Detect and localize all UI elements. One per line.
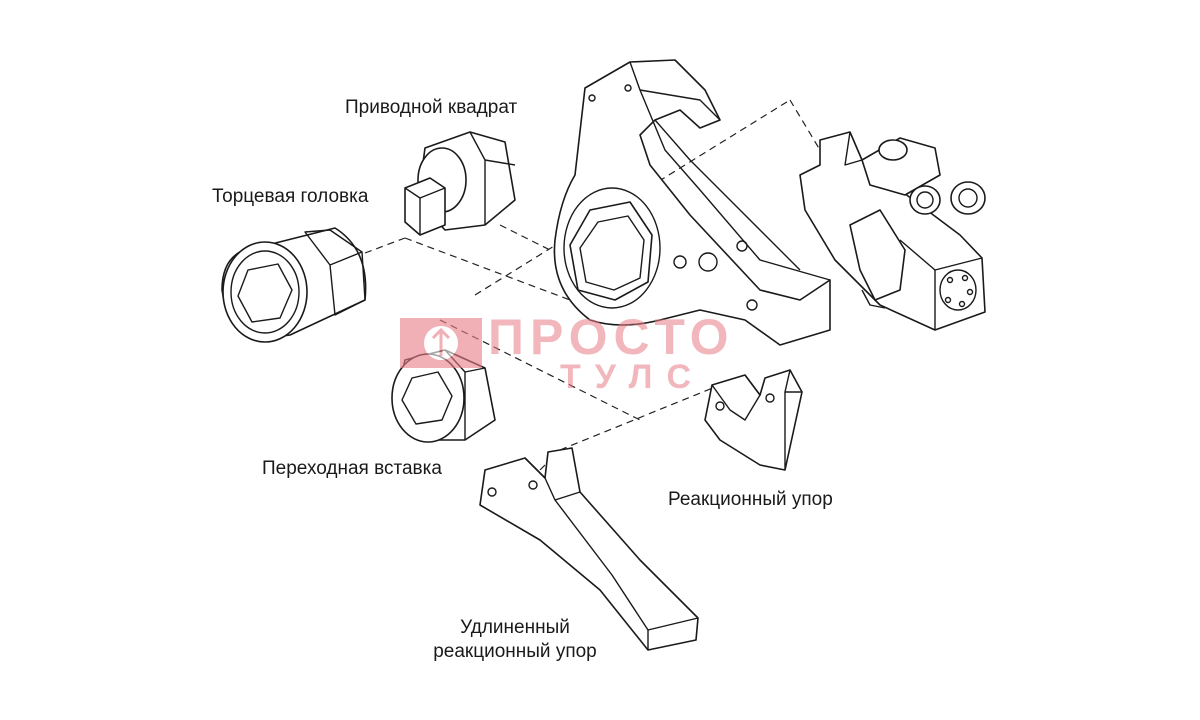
label-adapter-insert: Переходная вставка (262, 458, 442, 479)
prosto-tuls-logo (400, 318, 482, 368)
label-socket-head: Торцевая головка (212, 186, 369, 207)
adapter-insert-drawing (391, 349, 496, 443)
socket-head-drawing (221, 227, 367, 343)
label-reaction-arm: Реакционный упор (668, 489, 833, 510)
drive-square-drawing (404, 131, 516, 236)
watermark-line1: ПРОСТО (488, 309, 735, 365)
extended-reaction-arm-drawing (479, 447, 699, 651)
label-extended-reaction-arm: Удлиненный реакционный упор (410, 616, 620, 664)
label-extended-line1: Удлиненный (460, 617, 570, 638)
watermark-line2: ТУЛС (560, 358, 706, 396)
hex-cassette-drawing (553, 59, 831, 346)
hydraulic-drive-drawing (799, 131, 986, 331)
reaction-arm-drawing (704, 369, 803, 471)
label-extended-line2: реакционный упор (433, 641, 597, 662)
label-drive-square: Приводной квадрат (345, 97, 518, 118)
